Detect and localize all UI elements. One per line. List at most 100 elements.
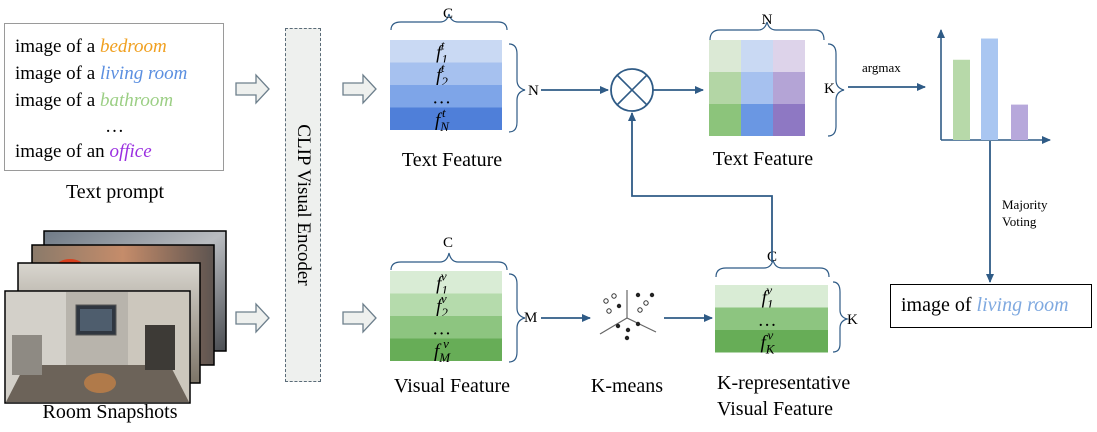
feature-row-label: f1v — [436, 268, 448, 297]
feature-subscript: N — [439, 119, 450, 134]
feature-row-label: … — [434, 87, 451, 108]
feature-subscript: 2 — [441, 305, 448, 320]
hollow-arrow — [342, 302, 377, 334]
room-snapshots-stack — [4, 230, 227, 404]
majority-voting-label: Majority Voting — [1002, 196, 1048, 230]
chart-bar — [1011, 104, 1028, 140]
matrix-cell — [741, 72, 773, 104]
k-rep-side-label: K — [847, 312, 858, 328]
snapshot-image-front — [4, 290, 191, 404]
feature-symbol: … — [434, 318, 451, 339]
feature-symbol: … — [434, 87, 451, 108]
feature-row — [390, 338, 502, 361]
feature-row — [390, 293, 502, 316]
feature-symbol: f — [436, 296, 444, 317]
feature-row — [390, 271, 502, 294]
feature-superscript: v — [441, 291, 447, 306]
matrix-caption: Text Feature — [713, 148, 813, 170]
feature-symbol: f — [436, 65, 444, 86]
feature-row — [715, 307, 828, 330]
prompt-line: … — [105, 116, 124, 137]
feature-subscript: 1 — [441, 51, 448, 66]
feature-superscript: v — [443, 336, 449, 351]
feature-row — [715, 285, 828, 308]
feature-symbol: f — [436, 42, 444, 63]
matrix-cell — [773, 40, 805, 72]
feature-subscript: K — [765, 341, 776, 356]
result-label: living room — [976, 294, 1069, 316]
voting-line-1: Majority — [1002, 197, 1048, 212]
visual-feature-side-label: M — [524, 310, 537, 326]
brace-top — [715, 259, 830, 278]
clip-visual-encoder: CLIP Visual Encoder — [285, 28, 321, 382]
feature-symbol: f — [761, 332, 769, 353]
feature-symbol: f — [435, 110, 443, 131]
feature-subscript: M — [438, 350, 451, 365]
feature-row-label: f2t — [436, 60, 448, 89]
prompt-line: image of a bedroom — [15, 36, 167, 57]
text-prompt-caption: Text prompt — [65, 181, 165, 203]
feature-row — [390, 316, 502, 339]
brace-top — [709, 21, 825, 41]
brace-top — [390, 252, 508, 271]
brace-side — [832, 281, 850, 353]
prompt-line: image of an office — [15, 141, 152, 162]
feature-row — [715, 330, 828, 353]
similarity-matrix — [709, 40, 805, 136]
k-rep-caption-line1: K-representative — [717, 372, 850, 394]
room-snapshots-caption: Room Snapshots — [42, 401, 178, 423]
k-representative-feature-block: f1v…fKv — [715, 282, 828, 356]
feature-subscript: 1 — [441, 282, 448, 297]
feature-row-label: … — [434, 318, 451, 339]
hollow-arrow — [235, 302, 270, 334]
brace-side — [827, 43, 845, 137]
feature-subscript: 2 — [441, 74, 448, 89]
feature-superscript: t — [442, 105, 446, 120]
feature-superscript: t — [441, 37, 445, 52]
chart-bar — [953, 59, 970, 141]
kmeans-caption: K-means — [591, 375, 663, 397]
matrix-cell — [709, 72, 741, 104]
feature-symbol: f — [434, 341, 442, 362]
matrix-cell — [741, 40, 773, 72]
brace-top — [390, 13, 508, 31]
feature-row — [390, 40, 502, 63]
feature-row — [390, 85, 502, 108]
feedback-arrow — [628, 112, 773, 262]
feature-row-label: f2v — [436, 291, 448, 320]
visual-feature-caption: Visual Feature — [394, 375, 510, 397]
hollow-arrow — [235, 73, 270, 105]
feature-row-label: fKv — [761, 327, 776, 356]
feature-row-label: fNt — [435, 105, 450, 134]
prompt-line: image of a bathroom — [15, 90, 174, 111]
kmeans-icon — [599, 290, 657, 341]
matrix-cell — [773, 72, 805, 104]
matrix-top-label: N — [762, 12, 773, 28]
prompt-line: image of a living room — [15, 63, 188, 84]
text-feature-top-label: C — [443, 6, 453, 22]
feature-row-label: f1v — [762, 282, 774, 311]
feature-subscript: 1 — [767, 296, 774, 311]
matrix-side-label: K — [824, 81, 835, 97]
multiply-operator — [610, 68, 654, 112]
text-feature-caption: Text Feature — [402, 149, 502, 171]
feature-superscript: v — [441, 268, 447, 283]
feature-row — [390, 62, 502, 85]
chart-bar — [981, 38, 998, 140]
text-feature-side-label: N — [528, 83, 539, 99]
brace-side — [508, 273, 526, 363]
k-rep-caption-line2: Visual Feature — [717, 398, 833, 420]
feature-superscript: t — [441, 60, 445, 75]
matrix-cell — [709, 40, 741, 72]
argmax-label: argmax — [862, 60, 901, 75]
brace-side — [508, 43, 526, 133]
feature-symbol: … — [759, 310, 776, 331]
feature-row — [390, 107, 502, 130]
feature-superscript: v — [767, 327, 773, 342]
voting-bar-chart — [937, 29, 1051, 144]
result-prefix: image of — [901, 294, 977, 316]
matrix-cell — [741, 104, 773, 136]
